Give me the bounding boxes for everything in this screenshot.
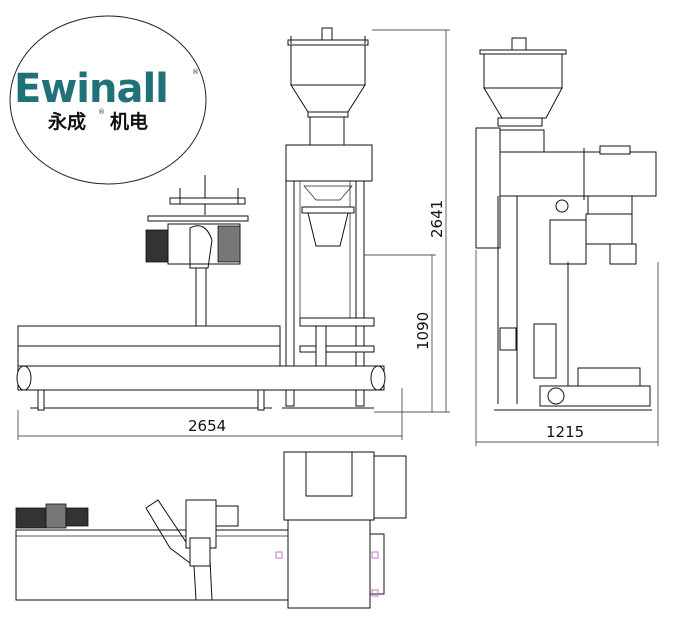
clamp-column [195,267,207,327]
support-beam-1 [299,317,375,327]
top-mark-2 [371,551,379,559]
side-clamp-lower [609,243,637,265]
side-roller [547,387,565,405]
conveyor-leg-right [257,389,265,411]
top-mark-1 [275,551,283,559]
side-hopper-body [483,53,563,89]
weigh-hopper-plate [301,206,355,214]
conveyor-table [17,325,281,347]
logo-ellipse [9,15,207,185]
side-head-box [499,129,545,153]
clamp-bar [169,197,246,205]
conveyor-belt-lower [17,345,281,367]
side-clamp-motor [549,219,587,265]
top-motor-gear [45,503,67,529]
logo-chinese-text: 永成 [47,110,86,133]
top-motor-end [65,507,89,527]
hopper-neck [307,111,349,118]
side-hopper-funnel [483,87,563,119]
top-conveyor [15,529,289,601]
hopper-throat [309,116,345,146]
clamp-jaw [189,225,213,269]
weigh-hopper [307,212,349,247]
logo-chinese-reg-mark: ® [98,108,105,116]
frame-head [285,144,373,182]
side-view: 1215 [475,37,659,446]
side-top-cover [599,145,631,155]
side-bracket [587,195,633,217]
hopper-cap [321,27,333,41]
top-view [15,451,407,609]
logo-reg-mark: ® [192,68,199,76]
conveyor-roller-right [370,365,386,391]
top-clamp-cylinder [189,537,211,567]
dim-total-width: 2654 [188,417,226,435]
logo: Ewinall ® 永成 ® 机电 [9,15,207,185]
top-clamp-arm [145,499,213,601]
side-pulley [555,199,569,213]
side-column [475,127,501,249]
clamp-top-bar [147,215,249,222]
frame-left-post [285,180,295,407]
side-small-box [499,327,517,351]
dim-conveyor-height: 1090 [414,312,432,350]
top-mark-3 [371,589,379,597]
logo-chinese-suffix: 机电 [110,110,148,133]
top-body [287,519,371,609]
top-motor-body [15,507,47,529]
side-hopper-top [479,49,567,55]
hopper-body [290,44,366,86]
bag-clamp-assembly [145,175,249,327]
top-right-box [369,533,385,595]
clamp-motor-left [145,229,169,263]
side-hopper-neck [497,117,543,127]
hopper-top [287,39,369,46]
dim-total-height: 2641 [428,200,446,238]
conveyor-frame [17,365,385,391]
side-clamp-box [585,213,633,245]
dim-side-width: 1215 [546,423,584,441]
support-beam-2 [299,345,375,353]
clamp-motor-right [217,225,241,263]
side-upper-frame [499,151,657,197]
upper-cone [303,185,353,201]
side-conveyor-body [539,385,651,407]
side-conveyor-motor [577,367,641,387]
side-hopper-cap [511,37,527,51]
conveyor-roller-left [16,365,32,391]
top-side-box [373,455,407,519]
top-inner-box [305,451,353,497]
front-view: 2654 2641 1090 [16,27,450,440]
side-control-box [533,323,557,379]
frame-right-post [355,180,365,407]
hopper-funnel [290,84,366,113]
conveyor-leg-left [37,389,45,411]
logo-brand-text: Ewinall [14,66,168,112]
top-clamp-head [215,505,239,527]
